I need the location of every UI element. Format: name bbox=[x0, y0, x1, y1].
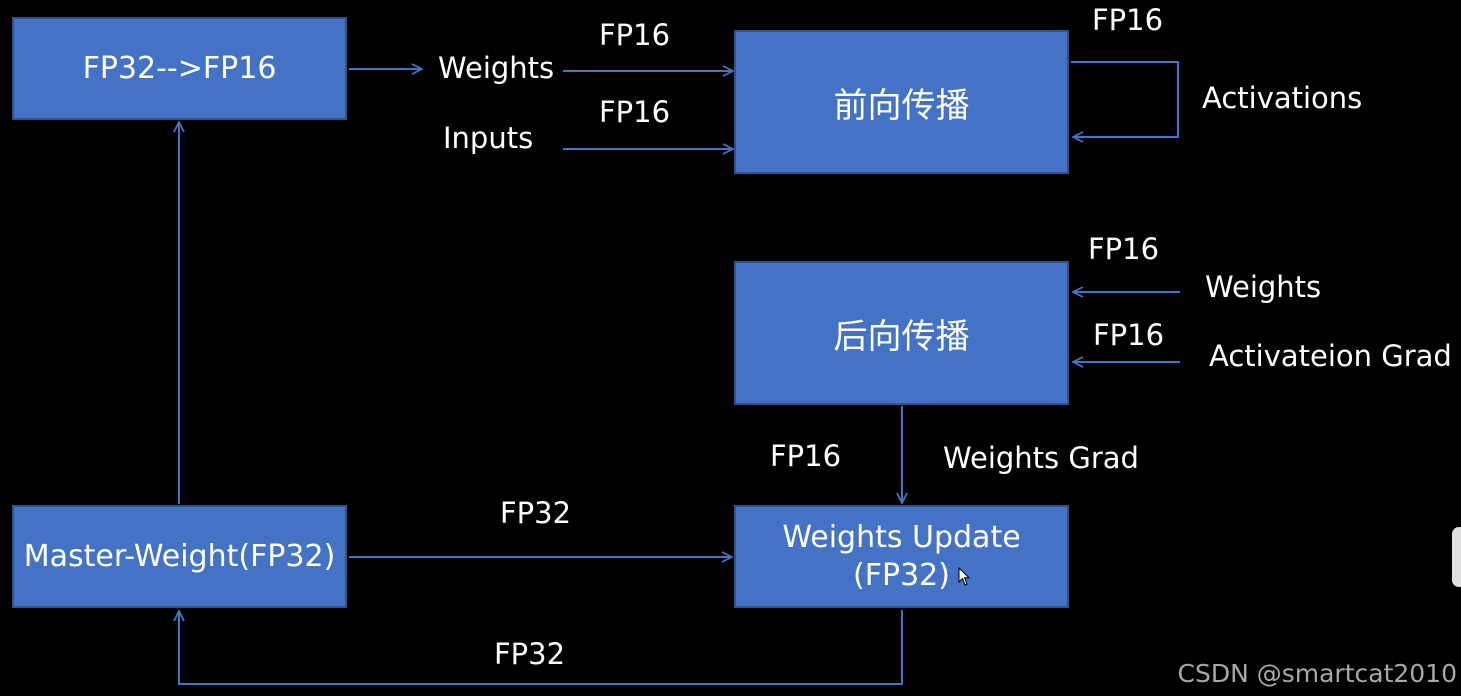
mouse-cursor-icon bbox=[958, 567, 971, 586]
fp16-weights-label: FP16 bbox=[599, 18, 671, 52]
activations-label: Activations bbox=[1202, 81, 1363, 115]
fp16-inputs-label: FP16 bbox=[599, 95, 671, 129]
activation-grad-label: Activateion Grad bbox=[1209, 339, 1452, 373]
fp32-to-fp16-label: FP32-->FP16 bbox=[82, 51, 277, 86]
weights-update-label-line2: (FP32) bbox=[853, 557, 950, 593]
weights-grad-label: Weights Grad bbox=[943, 441, 1139, 475]
weights-input-label: Weights bbox=[438, 51, 555, 85]
fp32-to-fp16-box: FP32-->FP16 bbox=[12, 17, 347, 120]
master-weight-box: Master-Weight(FP32) bbox=[12, 505, 347, 608]
forward-propagation-label: 前向传播 bbox=[833, 85, 970, 126]
fp16-weights-grad-label: FP16 bbox=[770, 439, 842, 473]
weights-update-label-line1: Weights Update bbox=[782, 520, 1021, 555]
master-weight-label: Master-Weight(FP32) bbox=[23, 539, 336, 574]
side-scroll-handle[interactable] bbox=[1452, 527, 1461, 587]
fp32-update-to-master-label: FP32 bbox=[494, 637, 566, 671]
fp16-activations-label: FP16 bbox=[1092, 3, 1164, 37]
arrow-update-to-master bbox=[179, 610, 903, 685]
watermark: CSDN @smartcat2010 bbox=[1177, 659, 1458, 688]
arrow-activations-loop bbox=[1071, 61, 1179, 137]
backward-weights-label: Weights bbox=[1205, 270, 1322, 304]
inputs-label: Inputs bbox=[443, 121, 534, 155]
fp32-master-to-update-label: FP32 bbox=[500, 496, 572, 530]
forward-propagation-box: 前向传播 bbox=[734, 30, 1069, 174]
backward-propagation-box: 后向传播 bbox=[734, 261, 1069, 405]
weights-update-box: Weights Update (FP32) bbox=[734, 505, 1069, 608]
backward-propagation-label: 后向传播 bbox=[833, 316, 970, 357]
fp16-backward-weights-label: FP16 bbox=[1088, 232, 1160, 266]
fp16-activation-grad-label: FP16 bbox=[1093, 318, 1165, 352]
